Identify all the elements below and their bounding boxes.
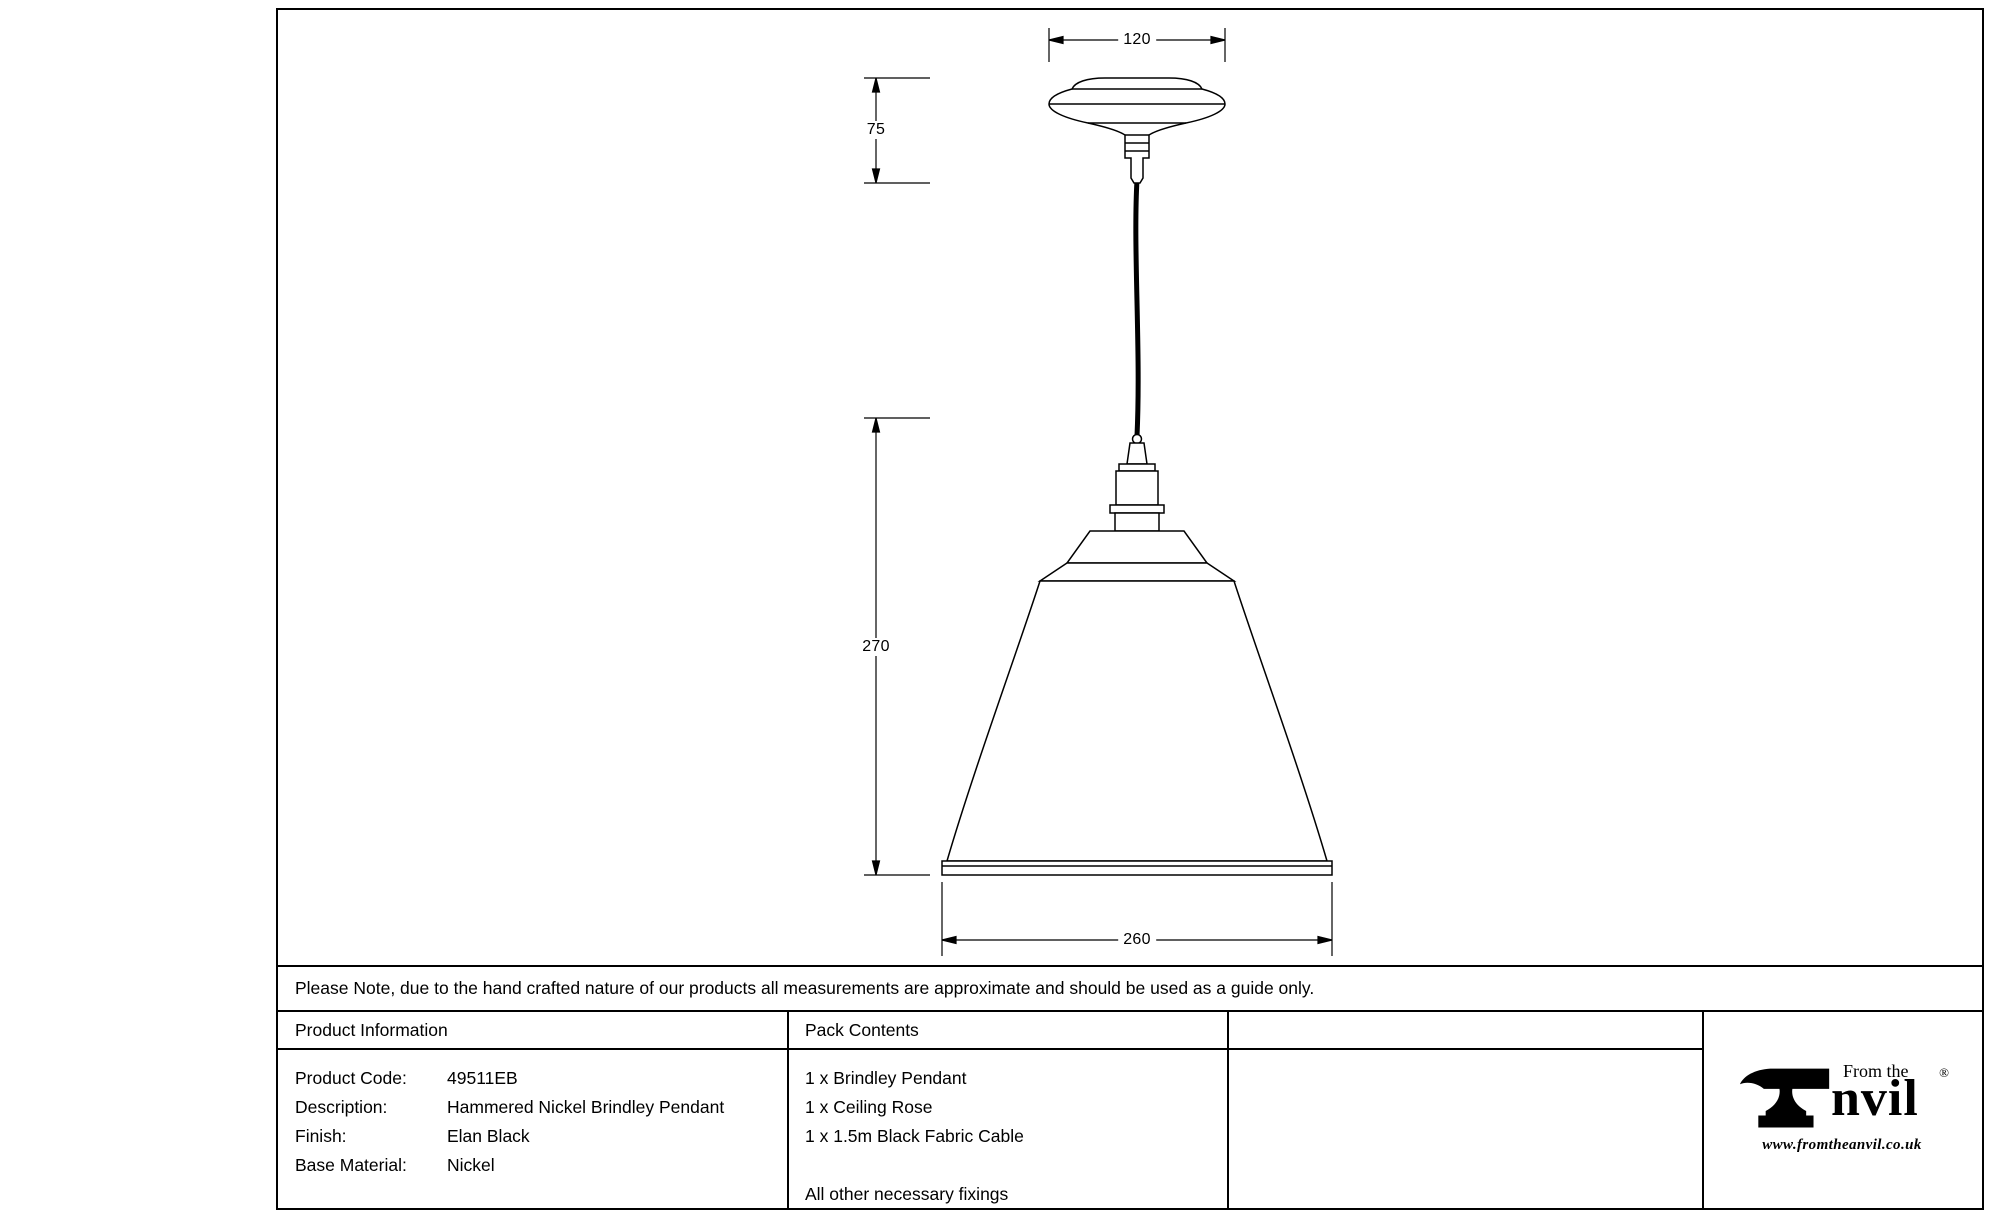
- measurement-note: Please Note, due to the hand crafted nat…: [295, 978, 1315, 998]
- product-code-label: Product Code:: [295, 1068, 407, 1088]
- anvil-icon: [1739, 1068, 1830, 1128]
- pack-item-3: 1 x 1.5m Black Fabric Cable: [805, 1126, 1024, 1146]
- pack-item-1: 1 x Brindley Pendant: [805, 1068, 967, 1088]
- ceiling-rose-drawing: [1048, 77, 1226, 184]
- table-divider-1: [787, 1012, 789, 1208]
- dim-label-shade-height: 270: [857, 638, 895, 656]
- registered-mark: ®: [1939, 1065, 1949, 1080]
- pack-item-2: 1 x Ceiling Rose: [805, 1097, 933, 1117]
- lamp-holder-drawing: [1109, 442, 1165, 532]
- dim-label-rose-width: 120: [1118, 31, 1156, 49]
- base-material-label: Base Material:: [295, 1155, 407, 1175]
- note-row: Please Note, due to the hand crafted nat…: [278, 965, 1982, 1010]
- dim-label-rose-height: 75: [861, 121, 891, 139]
- product-code-value: 49511EB: [447, 1068, 518, 1088]
- brand-logo-inner: From the nvil ® www.fromtheanvil.co.uk: [1739, 1061, 1949, 1161]
- product-information-body: Product Code: 49511EB Description: Hammere…: [295, 1064, 724, 1180]
- table-divider-3: [1702, 1012, 1704, 1208]
- logo-prefix: From the: [1843, 1061, 1909, 1081]
- product-code-row: Product Code: 49511EB: [295, 1064, 724, 1093]
- description-value: Hammered Nickel Brindley Pendant: [447, 1097, 725, 1117]
- finish-label: Finish:: [295, 1126, 347, 1146]
- pack-list-spacer: [805, 1151, 1024, 1180]
- logo-name: nvil: [1831, 1070, 1919, 1127]
- base-material-row: Base Material: Nickel: [295, 1151, 724, 1180]
- fabric-cable: [1131, 179, 1143, 445]
- table-header-divider: [278, 1048, 1702, 1050]
- description-row: Description: Hammered Nickel Brindley Pen…: [295, 1093, 724, 1122]
- sheet-border: 120 75 270 260 Please Note, due to the h…: [276, 8, 1984, 1210]
- table-divider-2: [1227, 1012, 1229, 1208]
- description-label: Description:: [295, 1097, 388, 1117]
- pack-contents-header: Pack Contents: [805, 1019, 919, 1040]
- logo-website: www.fromtheanvil.co.uk: [1762, 1137, 1922, 1153]
- finish-row: Finish: Elan Black: [295, 1122, 724, 1151]
- info-table: Product Information Pack Contents Produc…: [278, 1010, 1982, 1208]
- finish-value: Elan Black: [447, 1126, 530, 1146]
- base-material-value: Nickel: [447, 1155, 495, 1175]
- pendant-technical-drawing: [864, 28, 1333, 956]
- shade-drawing: [941, 530, 1333, 876]
- drawing-area: 120 75 270 260: [278, 10, 1982, 965]
- product-information-header: Product Information: [295, 1019, 448, 1040]
- dim-label-shade-width: 260: [1118, 931, 1156, 949]
- pack-contents-body: 1 x Brindley Pendant 1 x Ceiling Rose 1 …: [805, 1064, 1024, 1209]
- pack-contents-footer: All other necessary fixings: [805, 1184, 1009, 1204]
- brand-logo: From the nvil ® www.fromtheanvil.co.uk: [1702, 1012, 1982, 1210]
